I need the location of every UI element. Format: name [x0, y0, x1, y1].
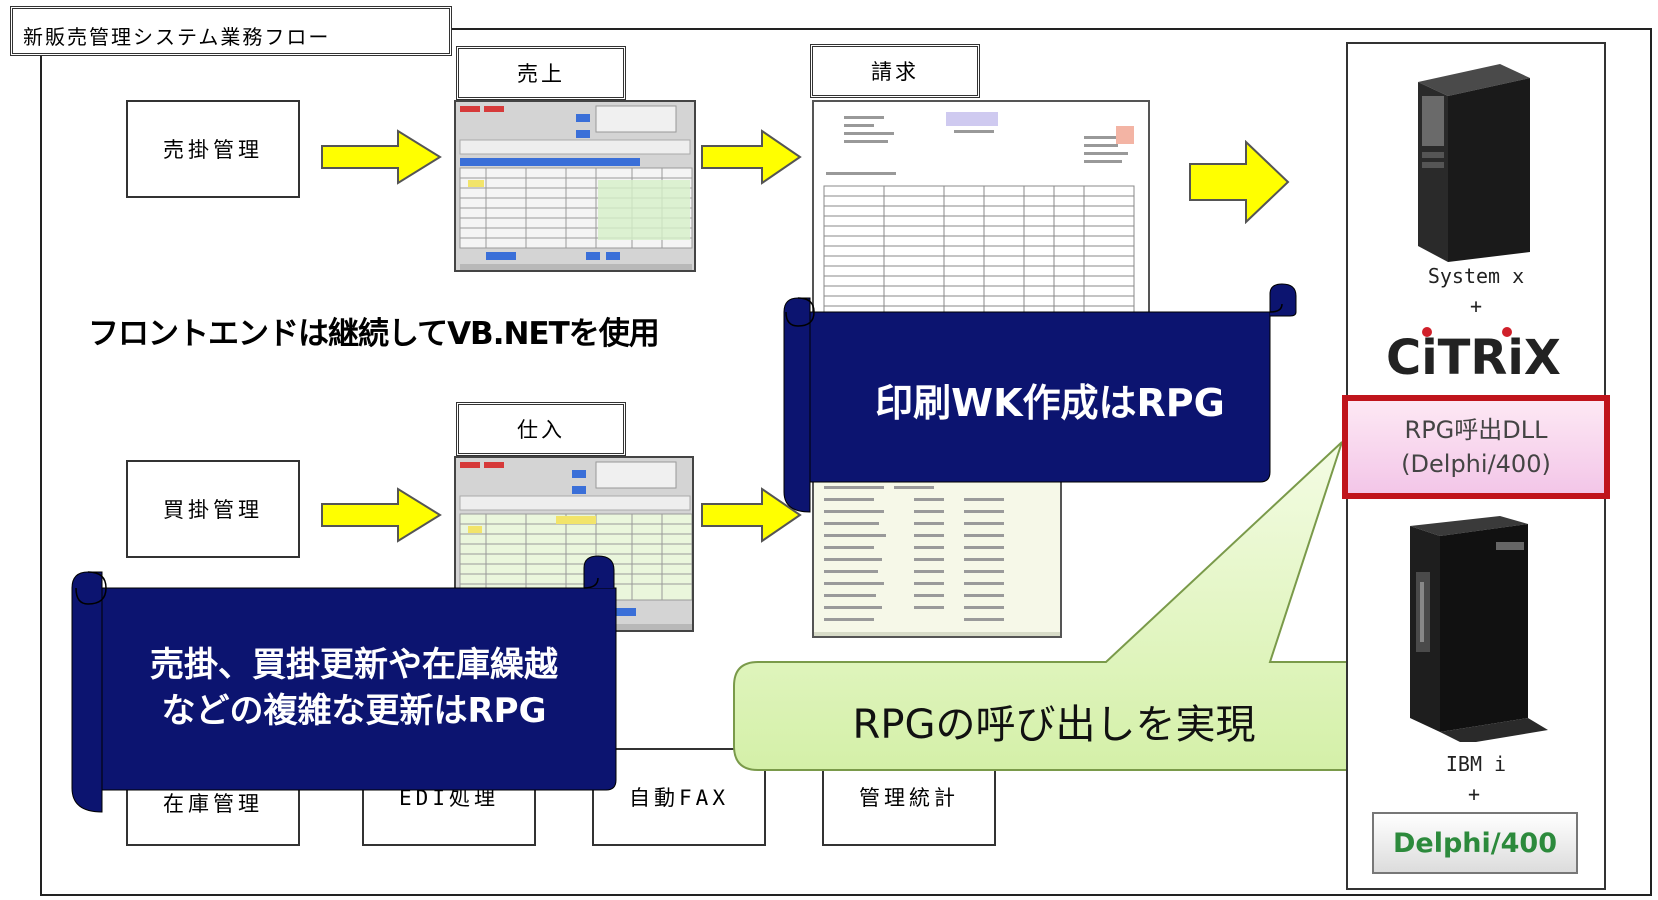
diagram-title: 新販売管理システム業務フロー: [10, 6, 452, 56]
invoice-thumbnail: [812, 100, 1150, 314]
scroll-banner-icon: [783, 283, 1297, 513]
rpg-dll-box: RPG呼出DLL (Delphi/400): [1342, 395, 1610, 499]
update-banner-line1: 売掛、買掛更新や在庫繰越: [150, 645, 558, 685]
right-arrow-icon: [701, 487, 802, 543]
purchase-report-thumbnail: [812, 476, 1062, 638]
rpg-dll-line1: RPG呼出DLL: [1404, 416, 1548, 444]
sales-screen-thumbnail: [454, 100, 696, 272]
receivables-box: 売掛管理: [126, 100, 300, 198]
delphi-400-badge: Delphi/400: [1372, 812, 1578, 874]
update-banner-line2: などの複雑な更新はRPG: [161, 691, 547, 731]
plus-sign: +: [1467, 782, 1481, 806]
sales-label: 売上: [456, 46, 626, 100]
scroll-banner-icon: [71, 555, 617, 813]
citrix-logo-icon: CiTRiX: [1386, 327, 1561, 386]
right-arrow-icon: [321, 487, 442, 543]
billing-label: 請求: [810, 44, 980, 98]
right-arrow-icon: [321, 129, 442, 185]
system-x-label: System x: [1427, 264, 1525, 288]
payables-box: 買掛管理: [126, 460, 300, 558]
auto-fax-box: 自動FAX: [592, 748, 766, 846]
plus-sign: +: [1469, 294, 1483, 318]
right-arrow-icon: [1189, 140, 1290, 224]
callout-text: RPGの呼び出しを実現: [852, 702, 1256, 748]
ibm-i-server-icon: [1410, 516, 1548, 742]
frontend-heading: フロントエンドは継続してVB.NETを使用: [88, 316, 660, 352]
update-banner-text: 売掛、買掛更新や在庫繰越 などの複雑な更新はRPG: [104, 642, 604, 734]
diagram-frame: [40, 28, 1652, 896]
server-tower-icon: [1418, 64, 1530, 262]
purchase-label: 仕入: [456, 402, 626, 456]
right-arrow-icon: [701, 129, 802, 185]
rpg-dll-line2: (Delphi/400): [1401, 450, 1551, 478]
print-wk-banner-text: 印刷WK作成はRPG: [875, 381, 1225, 425]
ibm-i-label: IBM i: [1445, 752, 1507, 776]
citrix-wordmark: CiTRiX: [1386, 330, 1561, 386]
